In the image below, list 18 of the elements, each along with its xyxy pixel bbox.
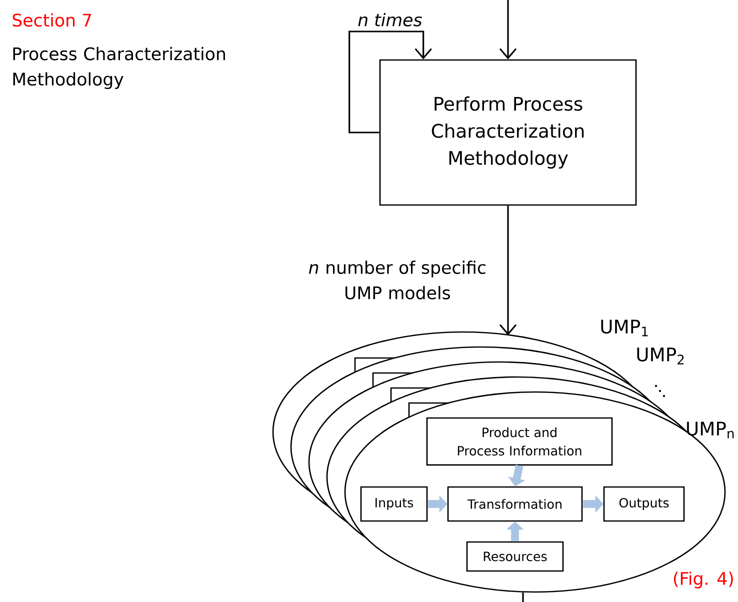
connector-line	[522, 592, 524, 602]
model-label: UMP$_{2}$	[637, 348, 684, 364]
arrow	[499, 206, 517, 336]
process-box: Perform Process Characterization Methodology	[379, 59, 637, 206]
arrow	[499, 48, 517, 60]
process-box: Inputs	[360, 486, 428, 522]
section-title: Process Characterization Methodology	[13, 46, 225, 90]
process-box: Product and Process Information	[426, 417, 613, 466]
process-box: Transformation	[447, 486, 583, 522]
arrow	[348, 30, 432, 134]
edge-label: n times	[358, 12, 422, 26]
figure-reference: (Fig. 4)	[674, 572, 733, 588]
edge-label: n number of specific UMP models	[308, 260, 486, 300]
model-label: UMP$_{n}$	[687, 422, 734, 438]
model-label: UMP$_{1}$	[601, 320, 648, 336]
section-number: Section 7	[12, 13, 92, 27]
process-box: Resources	[466, 541, 564, 572]
process-box: Outputs	[603, 486, 685, 522]
